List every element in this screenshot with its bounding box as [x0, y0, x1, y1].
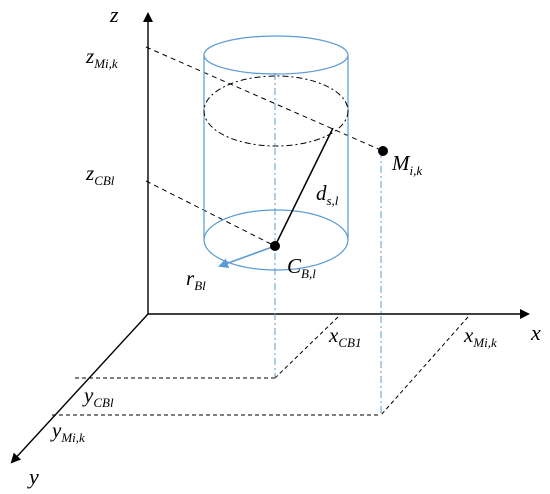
- x-mi-floor-line: [380, 316, 469, 416]
- y-cb-label: yCBl: [82, 383, 114, 410]
- z-mi-projection-line: [145, 46, 384, 152]
- point-m-label: Mi,k: [391, 151, 422, 178]
- cylinder-section-ellipse: [203, 75, 349, 147]
- distance-segment: [274, 127, 334, 247]
- y-mi-label: yMi,k: [50, 418, 85, 445]
- z-cb-projection-line: [145, 180, 276, 247]
- radius-arrow: [218, 245, 276, 268]
- point-cb-marker: [270, 241, 280, 251]
- point-cb-label: CB,l: [287, 254, 316, 281]
- x-axis-label: x: [530, 320, 541, 345]
- y-axis-label: y: [27, 464, 39, 489]
- cylinder-top-ellipse: [203, 35, 349, 75]
- y-axis: [10, 313, 149, 464]
- point-m-marker: [378, 146, 388, 156]
- x-cb-floor-line: [274, 316, 339, 379]
- z-mi-label: zMi,k: [85, 44, 118, 71]
- x-cb-label: xCB1: [328, 323, 361, 350]
- x-mi-label: xMi,k: [463, 323, 497, 350]
- radius-label: rBl: [186, 266, 206, 293]
- z-axis-label: z: [109, 2, 119, 27]
- z-cb-label: zCBl: [85, 161, 115, 188]
- cylinder-bottom-ellipse: [203, 209, 349, 271]
- distance-label: ds,l: [316, 181, 339, 208]
